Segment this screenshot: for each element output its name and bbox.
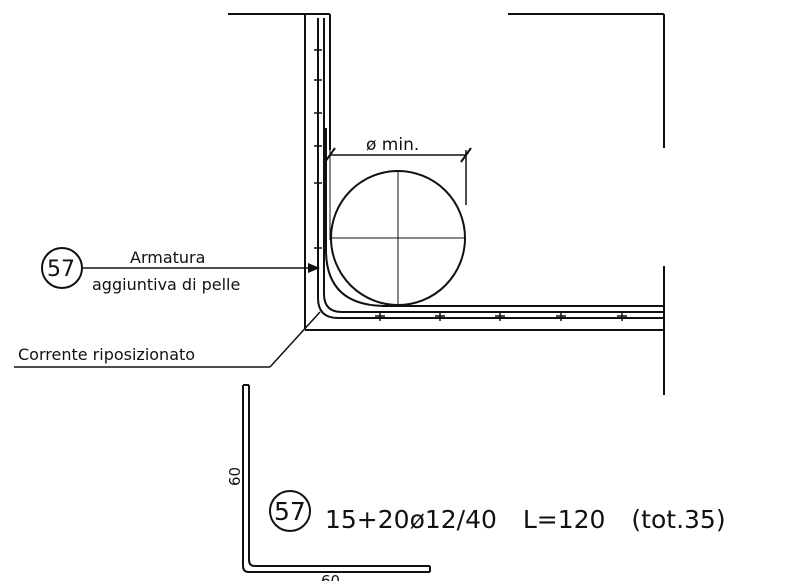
bar-section-mark [617,311,627,321]
diameter-tick-left [324,147,336,163]
diameter-tick-right [460,147,472,163]
vertical-bar-section-marks [314,46,322,252]
schedule-mark-bubble [269,490,311,532]
corrente-label: Corrente riposizionato [18,345,195,364]
schedule-total: (tot.35) [631,505,725,534]
schedule-spec-quantity: 15+20ø12/40 [325,505,497,534]
corrente-leader-diag [269,311,321,368]
bar-section-mark [556,311,566,321]
bar-section-mark [435,311,445,321]
main-l-bar-inner [323,18,664,313]
bar-section-mark [314,109,322,117]
bar-section-mark [314,46,322,54]
schedule-mark-number: 57 [274,497,306,526]
callout-number: 57 [47,257,75,282]
armatura-label-line1: Armatura [130,248,205,267]
callout-arrowhead [308,263,320,273]
bar-section-mark [314,244,322,252]
bar-section-mark [314,76,322,84]
bar-section-mark [314,142,322,150]
main-l-bar-outer [317,18,664,319]
schedule-bar-shape-outer [242,385,430,573]
schedule-length: L=120 [523,505,606,534]
bar-section-mark [314,179,322,187]
schedule-spec: 15+20ø12/40 L=120 (tot.35) [325,505,726,534]
diameter-label: ø min. [366,135,419,155]
horizontal-leg-length: 60 [321,572,340,581]
bar-section-mark [375,311,385,321]
armatura-label-line2: aggiuntiva di pelle [92,275,240,294]
vertical-leg-length: 60 [226,467,244,486]
skin-reinforcement-bar [325,128,664,307]
horizontal-bar-section-marks [375,311,627,321]
bar-section-mark [495,311,505,321]
schedule-bar-shape-inner [248,385,430,567]
